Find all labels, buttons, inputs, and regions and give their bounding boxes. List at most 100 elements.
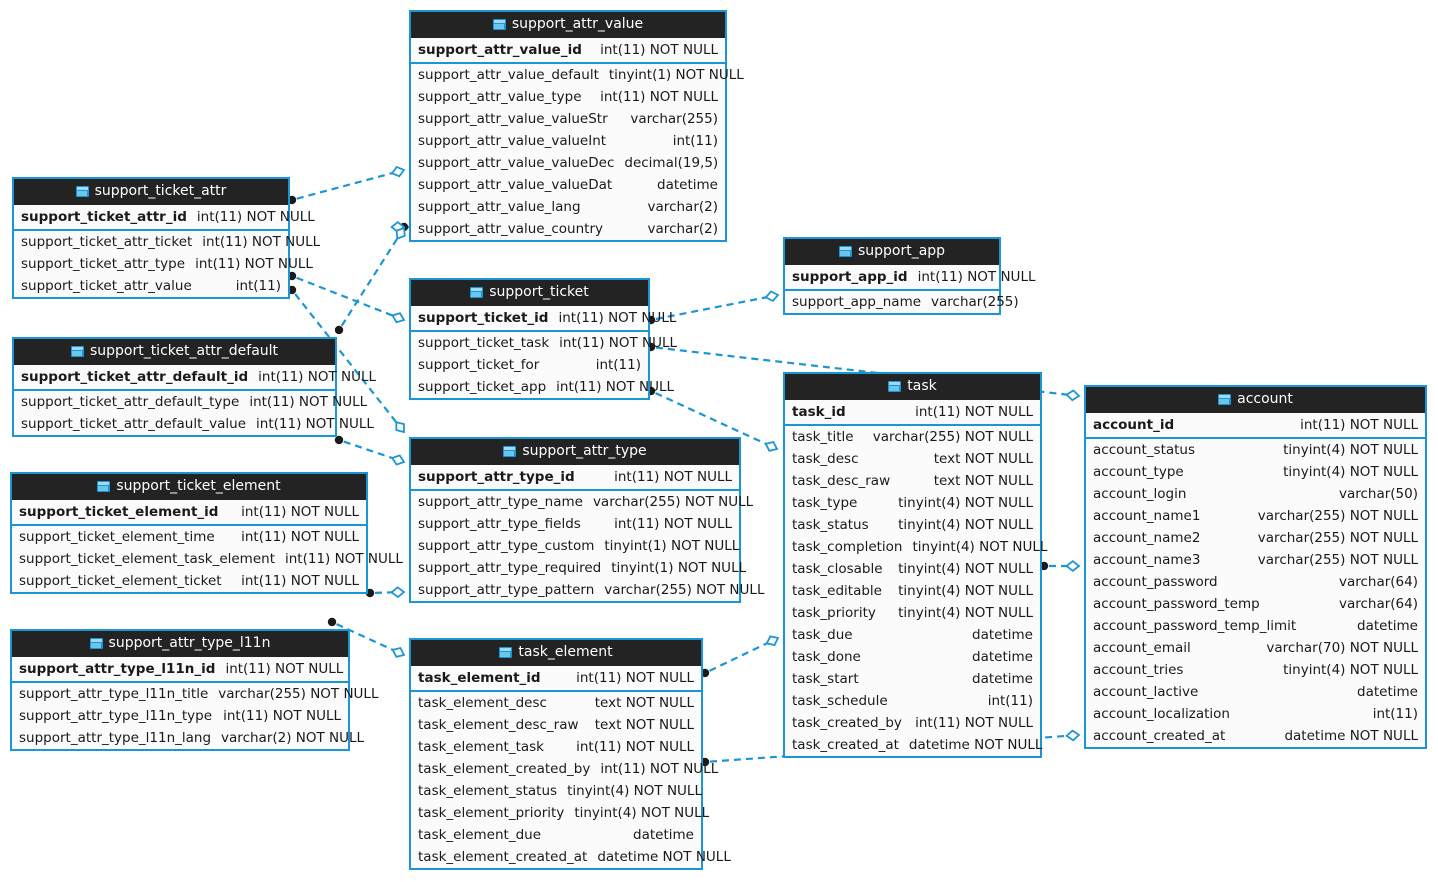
column-name: support_attr_value_id xyxy=(418,42,582,58)
relationship-source-dot xyxy=(334,435,344,445)
column-type: tinyint(4) NOT NULL xyxy=(567,783,702,799)
column-name: support_ticket_attr_id xyxy=(21,209,187,225)
column-name: support_ticket_element_ticket xyxy=(19,573,222,589)
column-type: tinyint(1) NOT NULL xyxy=(611,560,747,576)
entity-title-bar: account xyxy=(1086,387,1425,413)
column-row: account_localization int(11) xyxy=(1086,703,1425,725)
column-name: task_element_task xyxy=(418,739,545,755)
column-type: int(11) xyxy=(1372,706,1418,722)
column-name: task_element_priority xyxy=(418,805,565,821)
table-icon xyxy=(75,186,89,197)
relationship-rel-ticket-element-to-attr-type xyxy=(365,586,406,599)
relationship-target-diamond xyxy=(391,646,406,658)
relationship-line xyxy=(296,171,394,200)
relationship-target-diamond xyxy=(764,440,779,452)
entity-name: support_ticket_attr_default xyxy=(89,343,279,359)
column-name: task_type xyxy=(792,495,858,511)
relationship-target-diamond xyxy=(390,454,406,466)
column-type: datetime NOT NULL xyxy=(1284,728,1418,744)
column-type: int(11) xyxy=(987,693,1033,709)
entity-title-bar: support_app xyxy=(785,239,999,265)
column-type: int(11) NOT NULL xyxy=(195,256,313,272)
column-type: int(11) xyxy=(235,278,281,294)
entity-name: support_attr_value xyxy=(511,16,644,32)
column-name: support_ticket_attr_default_type xyxy=(21,394,240,410)
column-type: int(11) NOT NULL xyxy=(917,269,1036,285)
column-type: int(11) NOT NULL xyxy=(256,416,374,432)
table-icon xyxy=(97,481,111,492)
column-name: support_attr_value_valueDat xyxy=(418,177,613,193)
relationship-target-diamond xyxy=(1065,389,1081,402)
column-name: support_ticket_attr_value xyxy=(21,278,192,294)
entity-name: support_ticket xyxy=(489,284,589,300)
column-type: datetime NOT NULL xyxy=(597,849,731,865)
relationship-target-diamond xyxy=(395,421,405,434)
column-type: datetime xyxy=(1357,618,1418,634)
table-icon xyxy=(503,446,517,457)
column-name: task_created_at xyxy=(792,737,899,753)
column-name: support_attr_type_id xyxy=(418,469,575,485)
column-type: datetime xyxy=(1357,684,1418,700)
entity-table-support_ticket_attr_default[interactable]: support_ticket_attr_default support_ticke… xyxy=(12,337,376,437)
entity-name: support_app xyxy=(857,243,946,259)
column-name: support_attr_type_name xyxy=(418,494,583,510)
column-row: task_element_created_at datetime NOT NULL xyxy=(411,846,731,868)
table-icon xyxy=(838,246,852,257)
column-type: varchar(255) NOT NULL xyxy=(872,429,1033,445)
column-type: text NOT NULL xyxy=(594,695,694,711)
entity-name: support_ticket_attr xyxy=(94,183,227,199)
column-type: tinyint(4) NOT NULL xyxy=(574,805,710,821)
column-name: account_localization xyxy=(1093,706,1230,722)
column-type: tinyint(4) NOT NULL xyxy=(912,539,1048,555)
table-icon xyxy=(1218,394,1232,405)
column-type: datetime xyxy=(972,671,1033,687)
column-name: support_ticket_attr_default_id xyxy=(21,369,249,385)
column-name: task_element_created_at xyxy=(418,849,588,865)
relationship-rel-task-element-to-task xyxy=(700,635,780,678)
entity-table-support_ticket_attr[interactable]: support_ticket_attr support_ticket_attr_i… xyxy=(12,177,320,299)
column-type: int(11) NOT NULL xyxy=(225,661,344,677)
column-name: support_attr_type_l11n_lang xyxy=(19,730,212,746)
column-name: account_password_temp_limit xyxy=(1093,618,1297,634)
column-name: support_app_name xyxy=(792,294,922,310)
column-name: support_attr_type_fields xyxy=(418,516,581,532)
column-type: int(11) NOT NULL xyxy=(241,529,359,545)
column-name: support_attr_value_valueDec xyxy=(418,155,615,171)
column-section: support_ticket_attr_default_type int(11) … xyxy=(14,391,374,435)
column-name: account_lactive xyxy=(1093,684,1199,700)
relationship-target-diamond xyxy=(390,586,406,599)
table-icon xyxy=(888,381,902,392)
